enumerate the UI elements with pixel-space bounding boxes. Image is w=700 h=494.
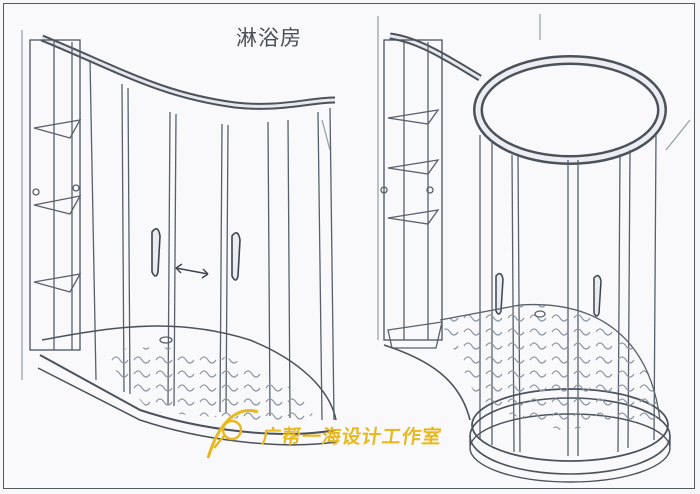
watermark-text: 广帮一海设计工作室: [260, 426, 444, 448]
left-shower-enclosure: [21, 30, 337, 446]
right-shower-enclosure: [377, 14, 691, 483]
page-title: 淋浴房: [236, 26, 302, 50]
watermark-logo: [206, 409, 259, 459]
